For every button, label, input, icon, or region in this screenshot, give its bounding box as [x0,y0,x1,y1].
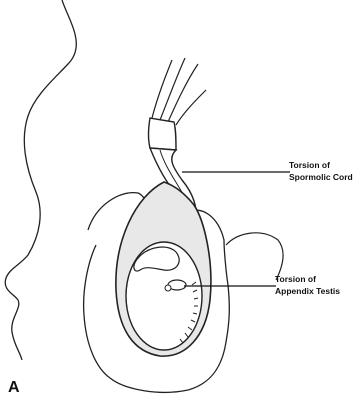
appendix-label-line2: Appendix Testis [275,286,340,296]
cord-vessel-3 [168,64,198,122]
appendix-stalk [165,285,171,291]
spermatic-cord [149,118,177,150]
thigh-outline [226,233,283,280]
cord-label-line1: Torsion of [289,160,330,170]
cord-label-line2: Spormolic Cord [289,172,353,182]
panel-letter: A [8,379,20,396]
appendix-label-line1: Torsion of [275,274,316,284]
body-outline [5,0,76,360]
cord-vessel-1 [152,60,172,118]
